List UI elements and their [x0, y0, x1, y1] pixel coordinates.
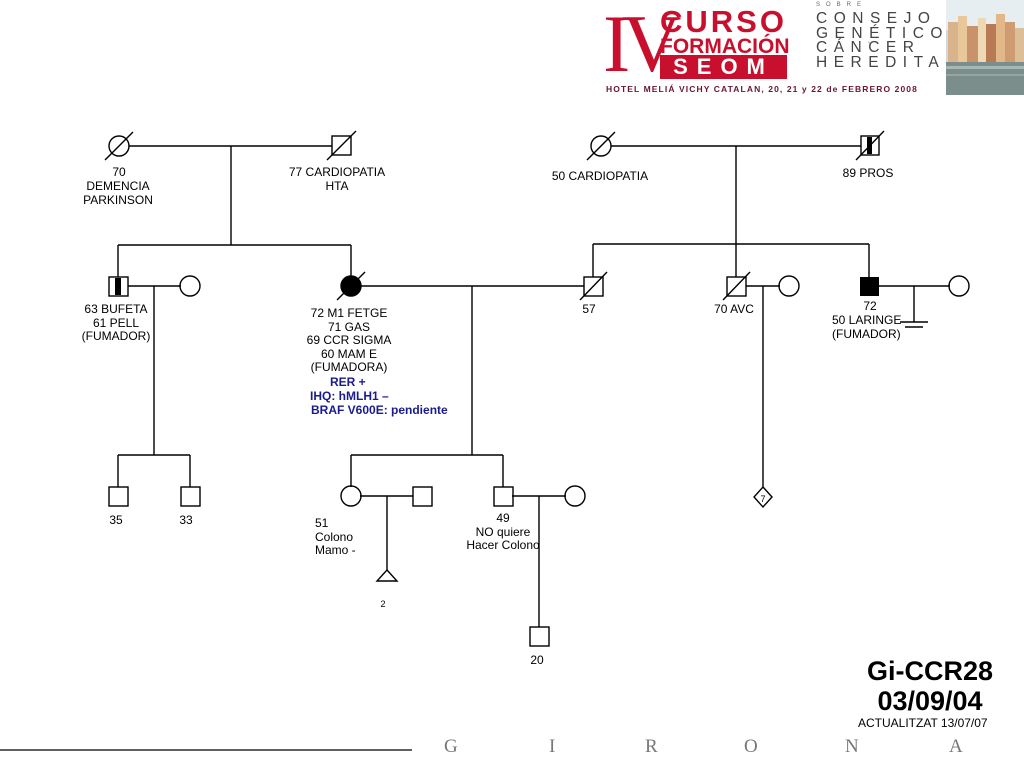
- girona-photo: [946, 0, 1024, 95]
- gen3-diamond-count: 7: [760, 494, 766, 504]
- gen2-e-age: 72: [863, 299, 877, 313]
- consejo-logo-text: CONSEJO GENÉTICO CÁNCER HEREDITARIO: [816, 10, 993, 71]
- gen2-female-spouse-a: [179, 275, 201, 297]
- gen2-e-notes: 50 LARINGE (FUMADOR): [832, 313, 902, 341]
- proband-rer: RER +: [330, 375, 366, 389]
- girona-letter-6: A: [949, 736, 963, 757]
- hotel-caption: HOTEL MELIÁ VICHY CATALAN, 20, 21 y 22 d…: [606, 84, 918, 94]
- gen3-son-notes: 49 NO quiere Hacer Colono: [466, 511, 540, 552]
- gen4-triangle-count: 2: [380, 599, 386, 609]
- gen2-d-notes: 70 AVC: [714, 302, 754, 316]
- gen2-a-notes: 63 BUFETA 61 PELL (FUMADOR): [81, 302, 151, 343]
- proband-female-affected-deceased: [340, 275, 362, 297]
- gen2-male-e-affected: [860, 277, 879, 296]
- gen2-male-a: [108, 276, 129, 297]
- gen4-male-20: [529, 626, 550, 647]
- gen1-female-deceased-right: [590, 135, 612, 157]
- gen2-male-c: [583, 276, 604, 297]
- proband-notes: 72 M1 FETGE 71 GAS 69 CCR SIGMA 60 MAM E…: [306, 306, 392, 374]
- gen1-male-deceased-right: [860, 135, 880, 156]
- gen1-p1-age: 70: [112, 165, 126, 179]
- gen2-female-spouse-e: [948, 275, 970, 297]
- logo-curso: CURSO: [660, 4, 787, 39]
- consejo-sobre: SOBRE: [816, 2, 868, 8]
- gen3-female-51: [340, 485, 362, 507]
- gen3-35-age: 35: [109, 513, 123, 527]
- girona-letter-1: G: [444, 736, 458, 757]
- gen1-male-deceased-left: [331, 135, 352, 156]
- family-date: 03/09/04: [877, 686, 983, 716]
- updated-date: ACTUALITZAT 13/07/07: [858, 716, 988, 730]
- proband-braf: BRAF V600E: pendiente: [311, 403, 448, 417]
- proband-ihq: IHQ: hMLH1 –: [310, 389, 389, 403]
- gen3-female-spouse: [564, 485, 586, 507]
- gen3-33-age: 33: [179, 513, 193, 527]
- gen3-male-spouse: [412, 486, 433, 507]
- girona-letter-4: O: [744, 736, 758, 757]
- gen1-p2-notes: 77 CARDIOPATIA HTA: [288, 165, 386, 193]
- gen3-male-49: [493, 486, 514, 507]
- consejo-y: Y: [868, 42, 879, 48]
- gen3-daughter-notes: 51 Colono Mamo -: [315, 516, 356, 557]
- logo-formacion: FORMACIÓN: [660, 35, 790, 58]
- girona-letter-5: N: [845, 736, 859, 757]
- gen2-female-spouse-d: [778, 275, 800, 297]
- family-code: Gi-CCR28: [866, 656, 994, 686]
- gen1-p4-notes: 89 PROS: [842, 166, 894, 180]
- logo-seom: SEOM: [660, 55, 787, 79]
- gen3-male-35: [108, 486, 129, 507]
- gen1-p1-notes: DEMENCIA PARKINSON: [83, 179, 153, 207]
- gen2-c-age: 57: [582, 302, 596, 316]
- girona-letter-3: R: [645, 736, 658, 757]
- gen4-grandson-age: 20: [530, 653, 544, 667]
- gen2-male-d: [726, 276, 747, 297]
- gen1-p3-notes: 50 CARDIOPATIA: [551, 169, 649, 183]
- gen3-diamond-multiple: [753, 485, 773, 509]
- gen1-female-deceased-left: [108, 135, 130, 157]
- girona-letter-2: I: [549, 736, 556, 757]
- gen3-male-33: [180, 486, 201, 507]
- gen4-triangle: [375, 568, 399, 582]
